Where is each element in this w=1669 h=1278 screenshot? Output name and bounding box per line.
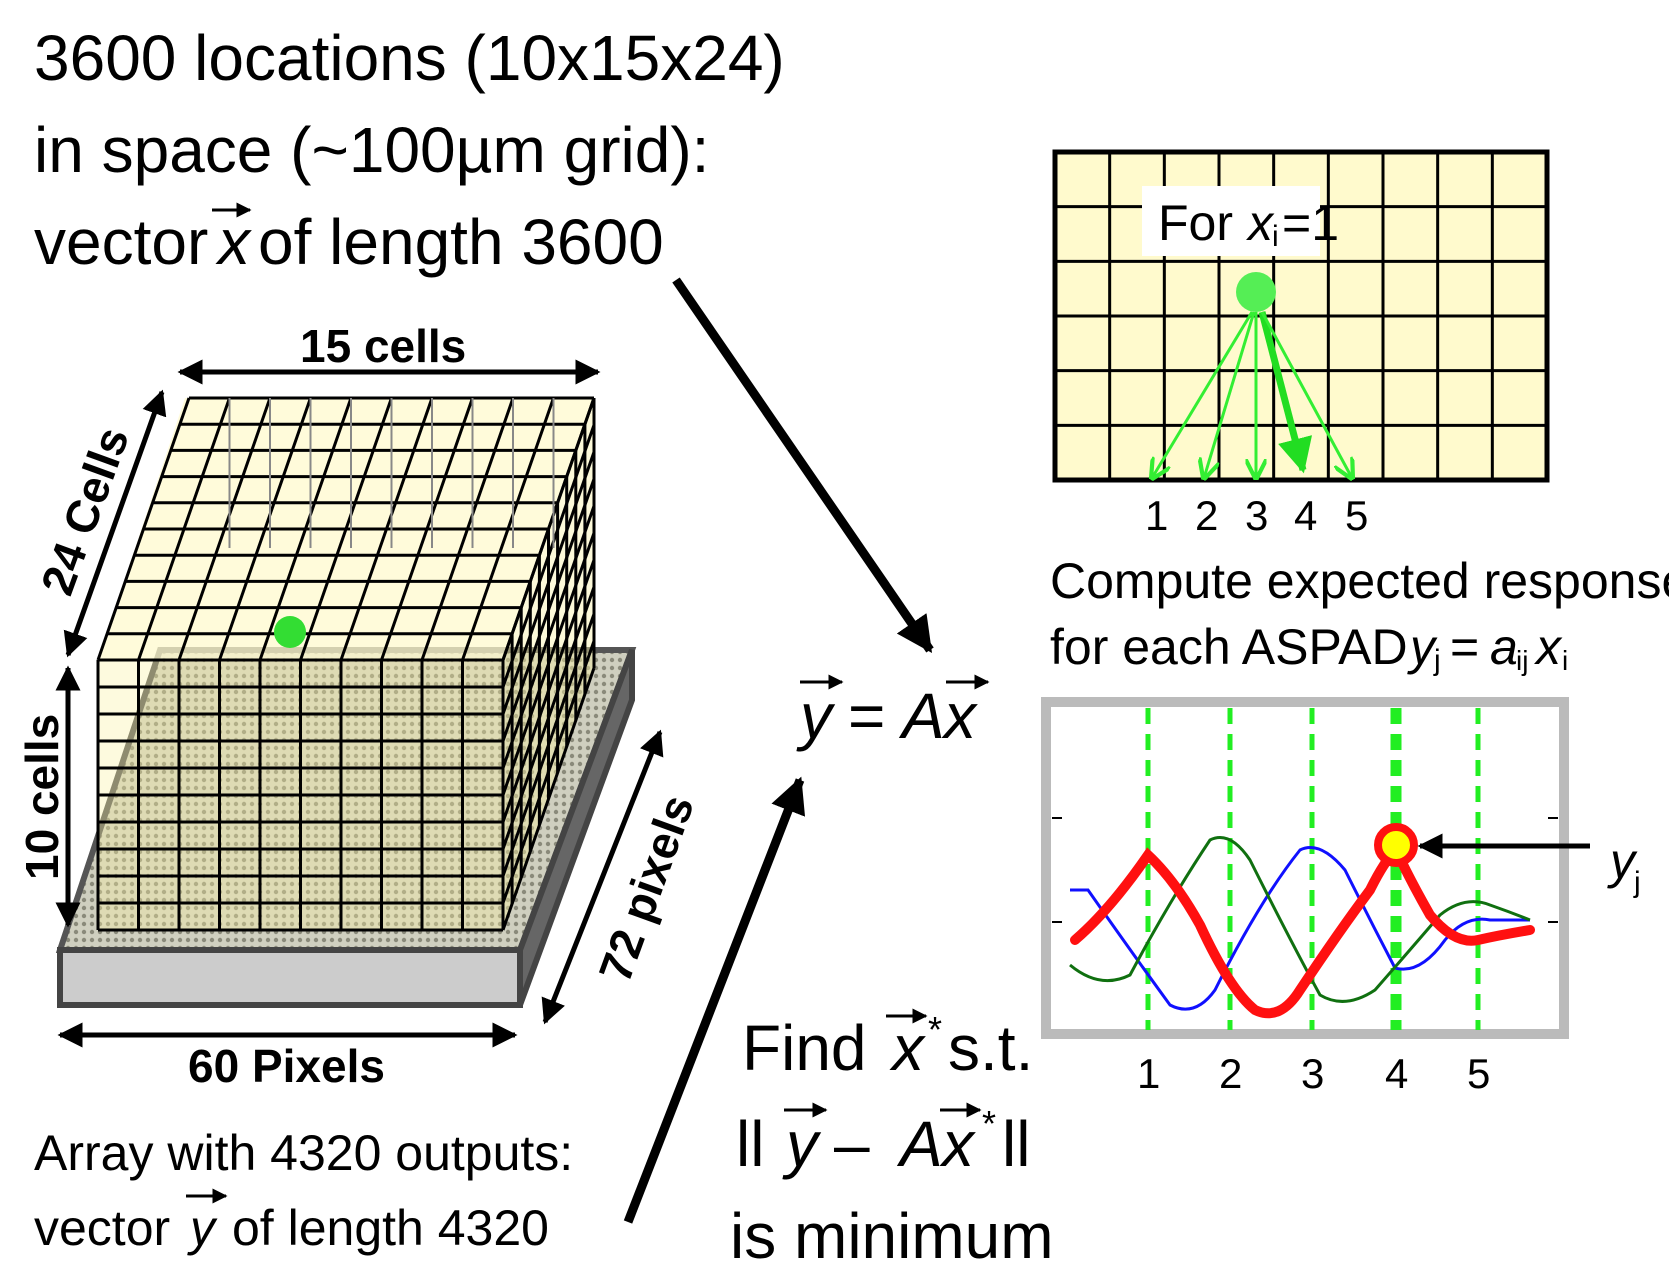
response-plot: y j 1 2 3 4 5	[1041, 697, 1641, 1097]
arrow-from-array-icon	[623, 776, 806, 1224]
array-text-line-2-prefix: vector	[34, 1200, 170, 1256]
plot-x-tick-4: 4	[1385, 1050, 1408, 1097]
compute-line-2-prefix: for each ASPAD	[1050, 619, 1408, 675]
equation-x: x	[941, 680, 978, 752]
norm-right: ll	[1002, 1108, 1030, 1180]
find-star: *	[928, 1009, 942, 1050]
grid-label-sub: i	[1272, 220, 1279, 253]
header-line-3-prefix: vector	[34, 206, 208, 278]
norm-left: ll	[736, 1108, 764, 1180]
grid-label-prefix: For	[1158, 195, 1233, 251]
response-arrow-5-icon	[1260, 311, 1352, 478]
response-arrow-4-icon	[1258, 311, 1313, 474]
header-line-3-var: x	[215, 206, 252, 278]
cube-grid-line	[501, 532, 596, 796]
plot-x-tick-1: 1	[1137, 1050, 1160, 1097]
header-line-3-suffix: of length 3600	[258, 206, 664, 278]
arrow-to-equation-icon	[672, 277, 934, 653]
green-curve	[1069, 836, 1531, 1003]
cube-grid-line	[501, 586, 596, 850]
plot-x-tick-5: 5	[1467, 1050, 1490, 1097]
cube-grid-line	[501, 505, 596, 769]
cube-grid	[96, 396, 596, 932]
norm-minus: –	[834, 1108, 870, 1180]
cube-grid-line	[501, 559, 596, 823]
cube-grid-line	[501, 397, 596, 661]
grid-number-2: 2	[1195, 492, 1218, 539]
find-st: s.t.	[948, 1012, 1033, 1084]
measurement-marker-icon	[1374, 823, 1418, 867]
array-depth-arrow-icon	[541, 729, 664, 1025]
grid-number-4: 4	[1294, 492, 1317, 539]
find-line-3: is minimum	[730, 1200, 1054, 1272]
panel-grid	[1055, 152, 1547, 480]
red-curve	[1070, 841, 1535, 1019]
yj-label: y	[1607, 833, 1638, 889]
norm-y: y	[782, 1108, 822, 1180]
grid-number-5: 5	[1345, 492, 1368, 539]
response-arrow-1-icon	[1152, 311, 1254, 478]
array-text-line-2-suffix: of length 4320	[232, 1200, 549, 1256]
equation-A: A	[898, 680, 945, 752]
find-word: Find	[742, 1012, 867, 1084]
equation: y = A x	[796, 674, 990, 752]
cube-diagram: 15 cells 24 Cells 10 cells 60 Pixels 72 …	[16, 320, 704, 1092]
response-arrow-2-icon	[1204, 311, 1256, 478]
source-point-icon	[274, 616, 306, 648]
array-width-label: 60 Pixels	[188, 1040, 385, 1092]
find-block: Find x * s.t. ll y – A x * ll is minimum	[730, 1008, 1054, 1272]
header-line-1: 3600 locations (10x15x24)	[34, 22, 785, 94]
equation-y: y	[796, 680, 836, 752]
grid-panel: For x i =1 1 2 3 4 5	[1052, 149, 1550, 539]
norm-x: x	[939, 1108, 976, 1180]
width-label: 15 cells	[300, 320, 466, 372]
grid-label-box	[1142, 186, 1320, 256]
cube-grid-line	[501, 451, 596, 715]
plot-x-tick-2: 2	[1219, 1050, 1242, 1097]
grid-label-suffix: =1	[1282, 195, 1339, 251]
yj-label-sub: j	[1633, 866, 1641, 899]
response-arrows	[1152, 311, 1352, 478]
array-description: Array with 4320 outputs: vector y of len…	[34, 1125, 573, 1256]
grid-number-1: 1	[1145, 492, 1168, 539]
array-chip-front	[57, 947, 523, 1008]
compute-description: Compute expected response for each ASPAD…	[1050, 553, 1669, 677]
grid-label-var: x	[1246, 195, 1275, 251]
grid-panel-border	[1052, 149, 1550, 483]
compute-a: a	[1490, 619, 1518, 675]
compute-eq: =	[1450, 619, 1479, 675]
compute-y: y	[1407, 619, 1438, 675]
compute-x: x	[1534, 619, 1563, 675]
cube-grid-line	[501, 478, 596, 742]
blue-curve	[1070, 846, 1530, 1011]
depth-label: 24 Cells	[31, 420, 139, 601]
depth-dimension-arrow-icon	[63, 389, 167, 658]
norm-star: *	[982, 1103, 996, 1144]
array-depth-label: 72 pixels	[589, 788, 704, 988]
find-x: x	[889, 1012, 926, 1084]
plot-x-tick-3: 3	[1301, 1050, 1324, 1097]
compute-line-1: Compute expected response	[1050, 553, 1669, 609]
norm-A: A	[896, 1108, 943, 1180]
equation-equals: =	[848, 680, 885, 752]
source-point-icon	[1236, 272, 1276, 312]
array-text-line-2-var: y	[187, 1200, 218, 1256]
compute-y-sub: j	[1433, 644, 1441, 677]
compute-a-sub: ij	[1516, 645, 1528, 676]
grid-number-3: 3	[1245, 492, 1268, 539]
array-text-line-1: Array with 4320 outputs:	[34, 1125, 573, 1181]
compute-x-sub: i	[1562, 645, 1568, 676]
cube-grid-line	[501, 424, 596, 688]
header: 3600 locations (10x15x24) in space (~100…	[34, 22, 785, 278]
height-label: 10 cells	[16, 714, 68, 880]
header-line-2: in space (~100µm grid):	[34, 114, 709, 186]
